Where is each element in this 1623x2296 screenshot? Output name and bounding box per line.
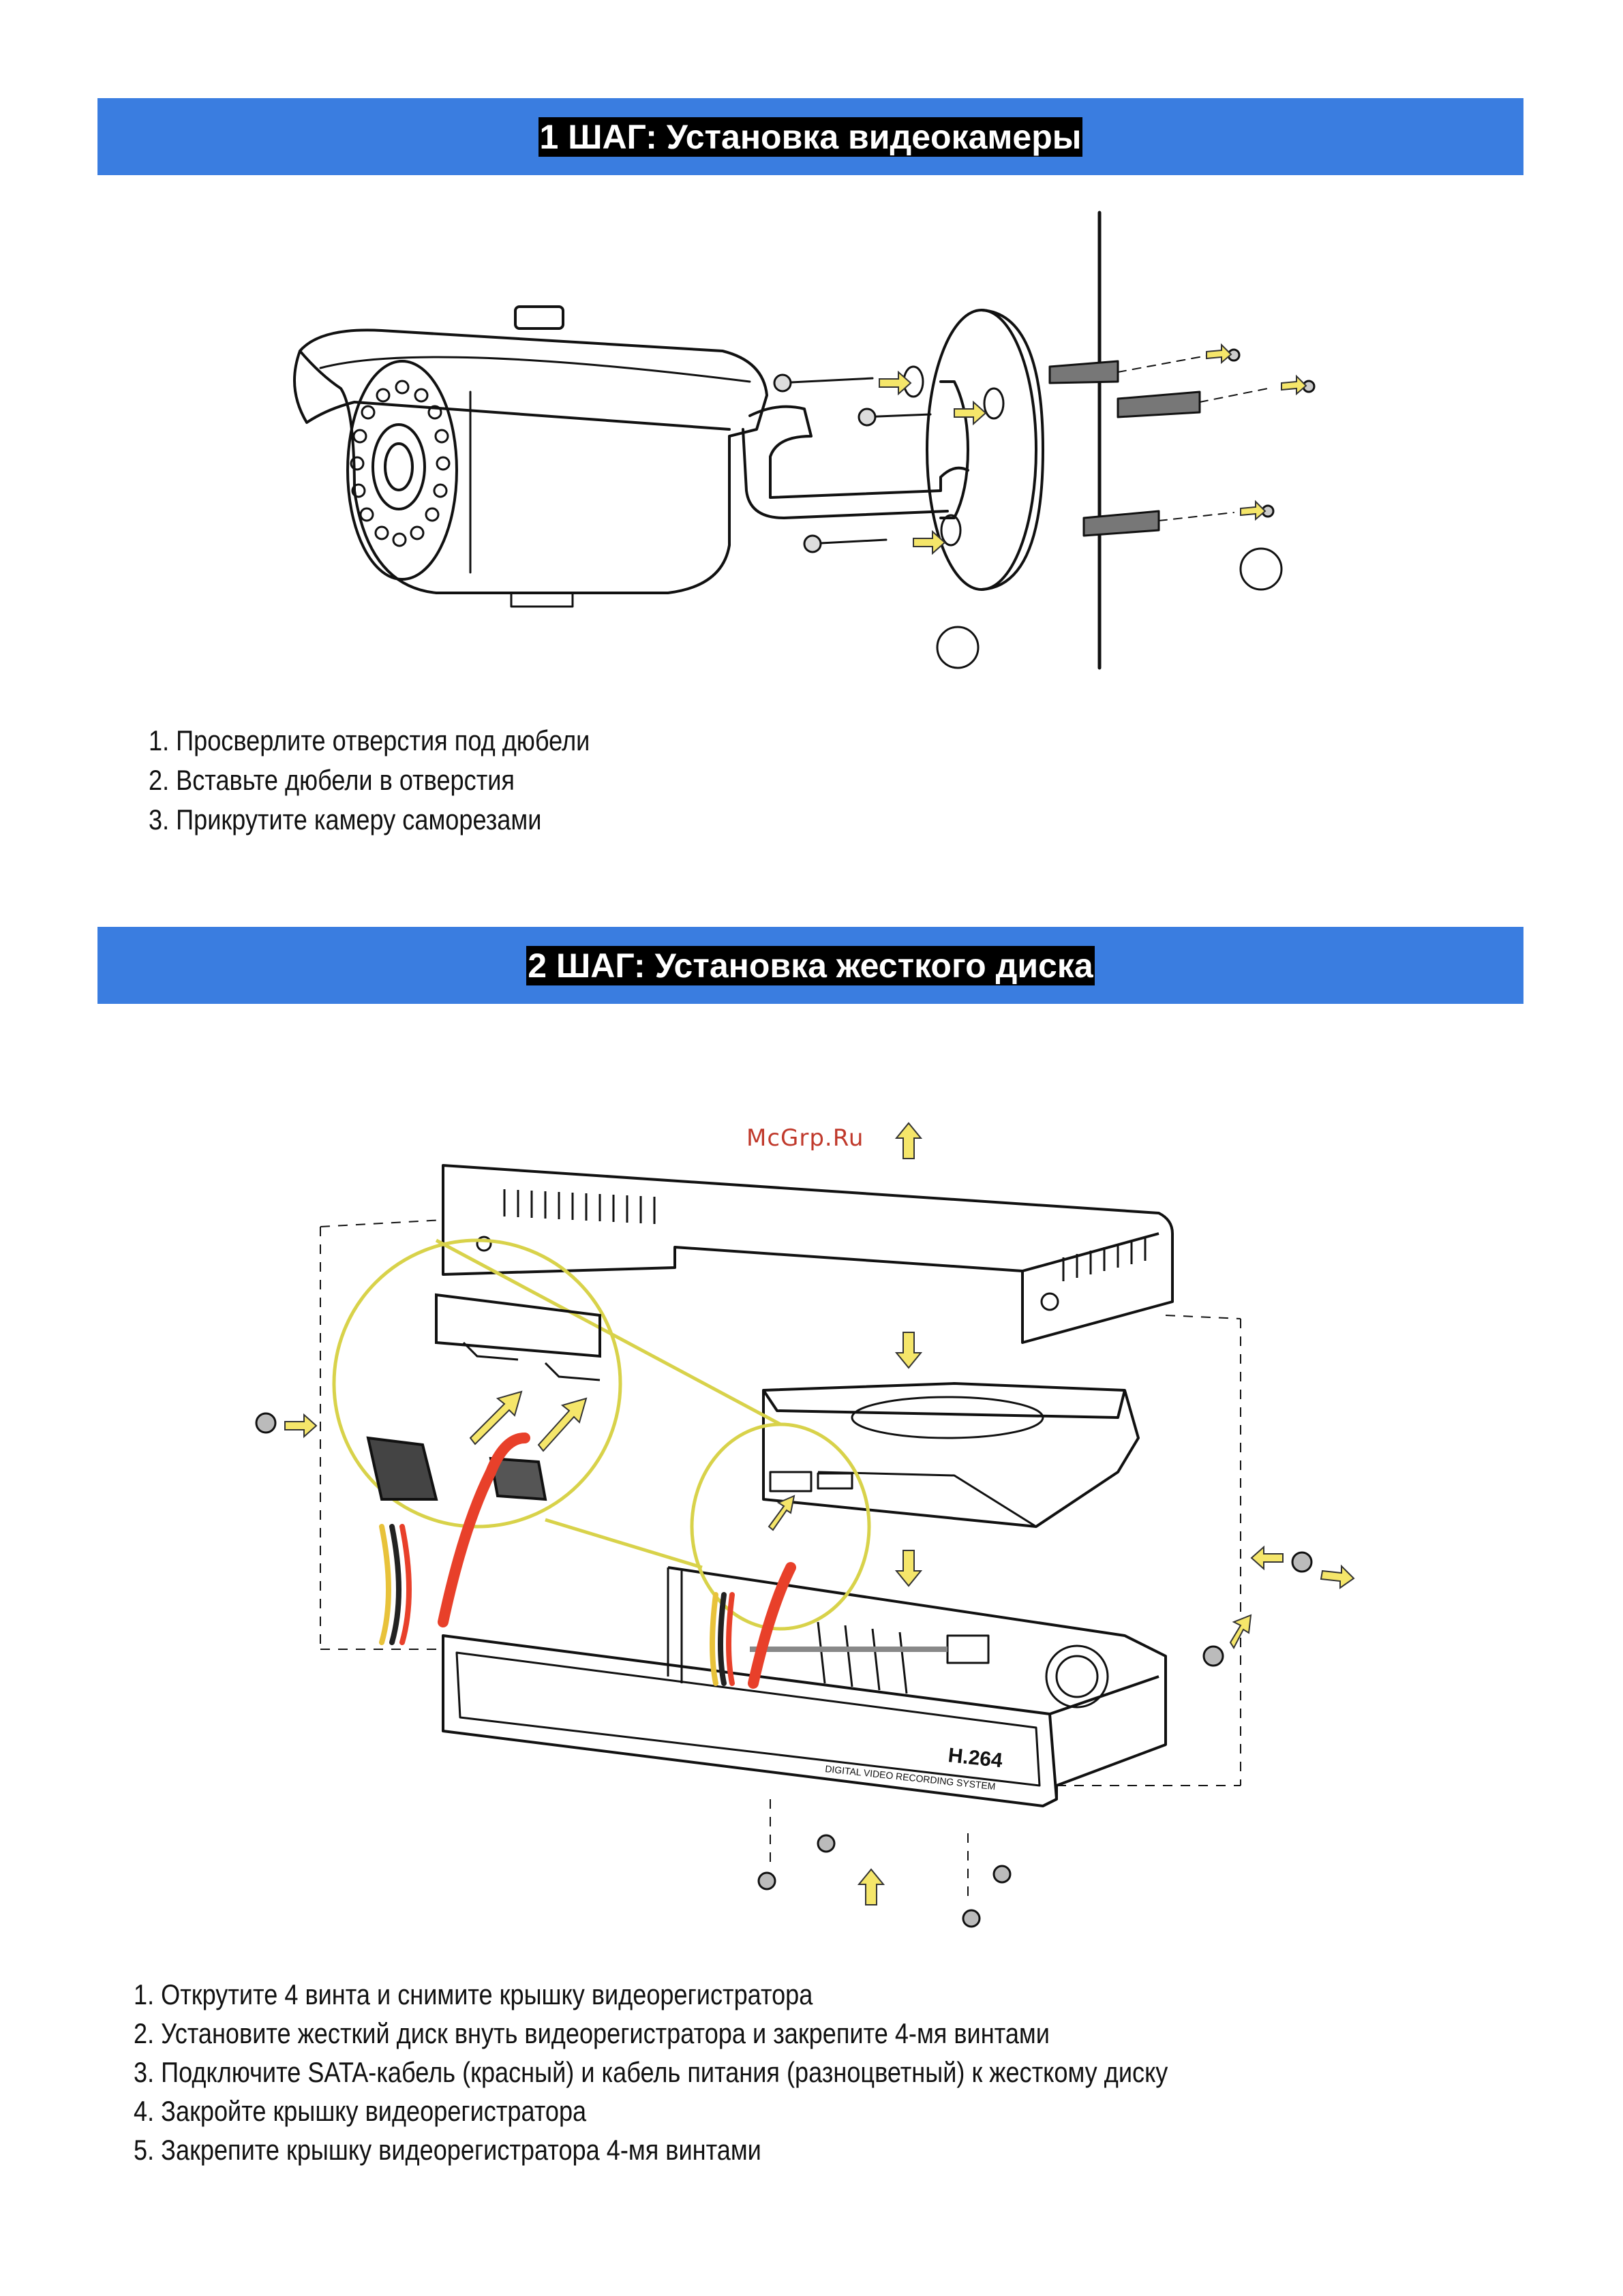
camera-mount-diagram [293,211,1316,670]
step1-item: 1. Просверлите отверстия под дюбели [149,724,590,756]
step1-item: 2. Вставьте дюбели в отверстия [149,764,515,796]
step1-title: 1 ШАГ: Установка видеокамеры [538,117,1083,157]
camera-sunshield [293,350,731,431]
case-screws [255,1412,1313,1928]
callout-circle-1 [936,626,980,669]
wall-mount-plate [926,309,1037,591]
direction-arrows [879,343,1307,555]
dvr-logo: H.264 [947,1744,1003,1772]
step2-item: 1. Открутите 4 винта и снимите крышку ви… [134,1978,813,2010]
power-cable [379,1524,735,1686]
dvr-fan [1045,1644,1109,1709]
step2-item: 2. Установите жесткий диск внуть видеоре… [134,2017,1050,2049]
wall-dowels [1048,360,1201,537]
step1-item: 3. Прикрутите камеру саморезами [149,803,542,836]
step2-item: 5. Закрепите крышку видеорегистратора 4-… [134,2134,761,2166]
direction-arrows [284,1122,1355,1905]
hard-disk [762,1382,1140,1528]
step2-instructions: 1. Открутите 4 винта и снимите крышку ви… [134,1975,1168,2169]
camera-lens [371,423,426,510]
step1-banner: 1 ШАГ: Установка видеокамеры [97,98,1523,175]
camera-top-knob [514,305,564,330]
step2-item: 4. Закройте крышку видеорегистратора [134,2095,587,2127]
bracket-arm [748,405,969,499]
cover-vents [503,1189,1147,1281]
callout-circle-2 [1239,547,1283,591]
step2-banner: 2 ШАГ: Установка жесткого диска [97,927,1523,1004]
step2-item: 3. Подключите SATA-кабель (красный) и ка… [134,2056,1168,2088]
sata-cable [438,1433,796,1689]
watermark: McGrp.Ru [746,1124,864,1152]
ir-led-ring [350,380,451,547]
zoom-callouts [332,1238,871,1631]
step1-instructions: 1. Просверлите отверстия под дюбели 2. В… [149,721,590,840]
camera-body [299,328,768,594]
dvr-top-cover [442,1164,1174,1344]
camera-lens-housing [346,360,458,581]
mount-screws [773,373,932,553]
step2-title: 2 ШАГ: Установка жесткого диска [526,945,1095,985]
hdd-install-diagram: H.264 DIGITAL VIDEO RECORDING SYSTEM [255,1122,1355,1928]
